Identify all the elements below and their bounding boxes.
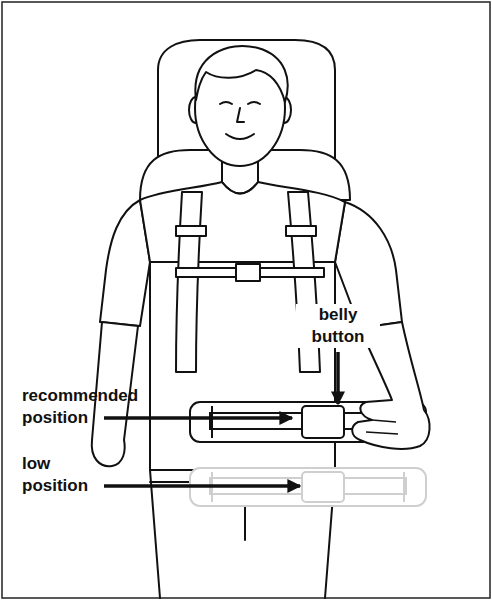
hiker-body bbox=[92, 46, 402, 598]
leader-arrow bbox=[104, 484, 300, 488]
leader-arrow bbox=[104, 416, 292, 420]
collar bbox=[222, 182, 258, 194]
belt-buckle bbox=[302, 406, 344, 438]
leader-arrow bbox=[336, 352, 340, 404]
backpack bbox=[140, 40, 350, 200]
ladder-lock bbox=[286, 226, 316, 236]
shirt bbox=[140, 182, 345, 262]
sternum-buckle bbox=[236, 264, 260, 281]
hair bbox=[195, 46, 287, 102]
face bbox=[220, 102, 260, 139]
fingers bbox=[366, 420, 398, 434]
strap bbox=[176, 192, 202, 372]
ladder-lock bbox=[176, 226, 206, 236]
callout-label: recommended position bbox=[22, 385, 154, 429]
belt-slider bbox=[211, 406, 213, 438]
callout-label: belly button bbox=[296, 304, 380, 348]
belt-buckle bbox=[302, 472, 344, 502]
callout-label: low position bbox=[22, 453, 112, 497]
leader-arrows bbox=[104, 352, 338, 486]
